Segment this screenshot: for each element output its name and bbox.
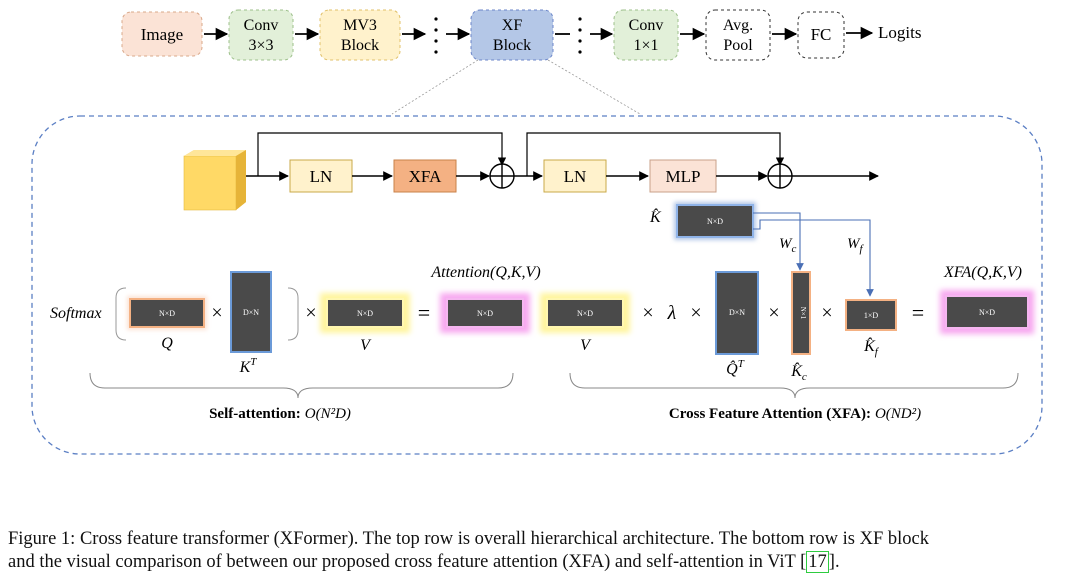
label-khat: K̂ (649, 207, 662, 226)
matrix-v-dim: N×D (357, 309, 373, 318)
fc-box (797, 11, 845, 59)
mlp-label: MLP (666, 167, 701, 186)
caption-line-2: and the visual comparison of between our… (8, 551, 1074, 574)
xf-block-box (470, 9, 554, 61)
matrix-attention-out (446, 298, 524, 328)
self-attention-brace (89, 372, 514, 399)
xfa-box (393, 159, 457, 193)
times-sign: × (768, 302, 779, 324)
xfa-equation: K̂ N×D Wc Wf N×D V λ × λ × D×N Q̂T × N×1… (540, 202, 1034, 422)
ellipsis-vertical (434, 17, 438, 54)
label-v-xfa: V (580, 337, 592, 354)
zoom-line-left (391, 59, 479, 115)
label-kt: KT (239, 356, 258, 376)
matrix-kc-dim: N×1 (799, 307, 807, 320)
feature-cube (183, 150, 246, 211)
times-sign: × (642, 302, 653, 324)
xfa-title: XFA(Q,K,V) (943, 264, 1022, 281)
zoom-line-right (547, 59, 641, 115)
label-qt: Q̂T (726, 358, 745, 378)
matrix-v-xfa-dim: N×D (577, 309, 593, 318)
xfa-complexity: Cross Feature Attention (XFA):O(ND²) (669, 406, 921, 422)
matrix-v (326, 298, 404, 328)
matrix-kf-dim: 1×D (864, 311, 879, 320)
image-box (121, 11, 203, 57)
times-sign: × (305, 302, 316, 324)
xformer-figure: Image Conv 3×3 MV3 Block XF Block Conv 1… (31, 9, 1043, 455)
xf-block-detail-container (31, 115, 1043, 455)
caption-line-2-text: and the visual comparison of between our… (8, 552, 807, 572)
wc-arrow (753, 212, 804, 271)
matrix-xfa-out-dim: N×D (979, 308, 995, 317)
xf-label-1: XF (502, 17, 523, 34)
equals-sign: = (912, 300, 924, 325)
mv3-label-2: Block (341, 37, 379, 54)
mlp-box (649, 159, 717, 193)
softmax-label: Softmax (50, 305, 102, 322)
figure-caption: Figure 1: Cross feature transformer (XFo… (8, 528, 1074, 574)
label-v: V (360, 337, 372, 354)
xfa-brace (569, 372, 1019, 399)
pool-label-2: Pool (723, 37, 753, 54)
mv3-block-box (319, 9, 401, 61)
conv3-label-1: Conv (244, 17, 279, 34)
image-label: Image (141, 25, 183, 44)
caption-line-1: Figure 1: Cross feature transformer (XFo… (8, 529, 929, 549)
pool-label-1: Avg. (723, 17, 753, 34)
skip-connection (257, 132, 507, 176)
matrix-kt-dim: D×N (243, 308, 259, 317)
matrix-khat-f (845, 299, 897, 331)
mv3-label-1: MV3 (343, 17, 377, 34)
conv3-label-2: 3×3 (248, 37, 273, 54)
conv3-box (228, 9, 294, 61)
matrix-out-dim: N×D (477, 309, 493, 318)
matrix-khat-c (791, 271, 811, 355)
ln2-box (543, 159, 607, 193)
matrix-khat (676, 204, 754, 238)
ellipsis-vertical (578, 17, 582, 54)
add-icon (489, 163, 515, 189)
ln2-label: LN (564, 167, 587, 186)
citation-link[interactable]: 17 (806, 551, 829, 573)
lambda-symbol: λ (667, 302, 677, 324)
conv1-label-2: 1×1 (633, 37, 658, 54)
fc-label: FC (811, 25, 832, 44)
label-q: Q (161, 335, 173, 352)
self-attention-complexity: Self-attention:O(N²D) (209, 406, 351, 422)
matrix-xfa-out (945, 295, 1029, 329)
skip-connection (526, 132, 785, 176)
xfa-label: XFA (409, 167, 442, 186)
self-attention-equation: Softmax N×D Q × D×N KT × N×D V = N×D Att… (50, 264, 541, 422)
label-wf: Wf (847, 236, 865, 255)
times-sign: × (211, 302, 222, 324)
avg-pool-box (705, 9, 771, 61)
attention-title: Attention(Q,K,V) (430, 264, 540, 281)
label-kc: K̂c (790, 361, 807, 383)
ln1-box (289, 159, 353, 193)
times-sign: × (690, 302, 701, 324)
matrix-q (129, 298, 205, 328)
matrix-q-dim: N×D (159, 309, 175, 318)
pipeline-row: Image Conv 3×3 MV3 Block XF Block Conv 1… (121, 9, 921, 61)
add-icon (767, 163, 793, 189)
conv1-label-1: Conv (629, 17, 664, 34)
matrix-qt-dim: D×N (729, 308, 745, 317)
matrix-qhat-t (715, 271, 759, 355)
caption-line-2-end: ]. (828, 552, 840, 572)
logits-label: Logits (878, 23, 921, 42)
left-paren (115, 287, 127, 341)
wf-arrow (753, 219, 874, 297)
times-sign: × (821, 302, 832, 324)
label-wc: Wc (779, 236, 797, 255)
ln1-label: LN (310, 167, 333, 186)
xf-block-row: LN XFA LN MLP (183, 132, 879, 211)
matrix-v-xfa (546, 298, 624, 328)
right-paren (287, 287, 299, 341)
matrix-kt (230, 271, 272, 353)
matrix-khat-dim: N×D (707, 217, 723, 226)
equals-sign: = (418, 300, 430, 325)
xf-label-2: Block (493, 37, 531, 54)
label-kf: K̂f (863, 336, 880, 358)
conv1-box (613, 9, 679, 61)
